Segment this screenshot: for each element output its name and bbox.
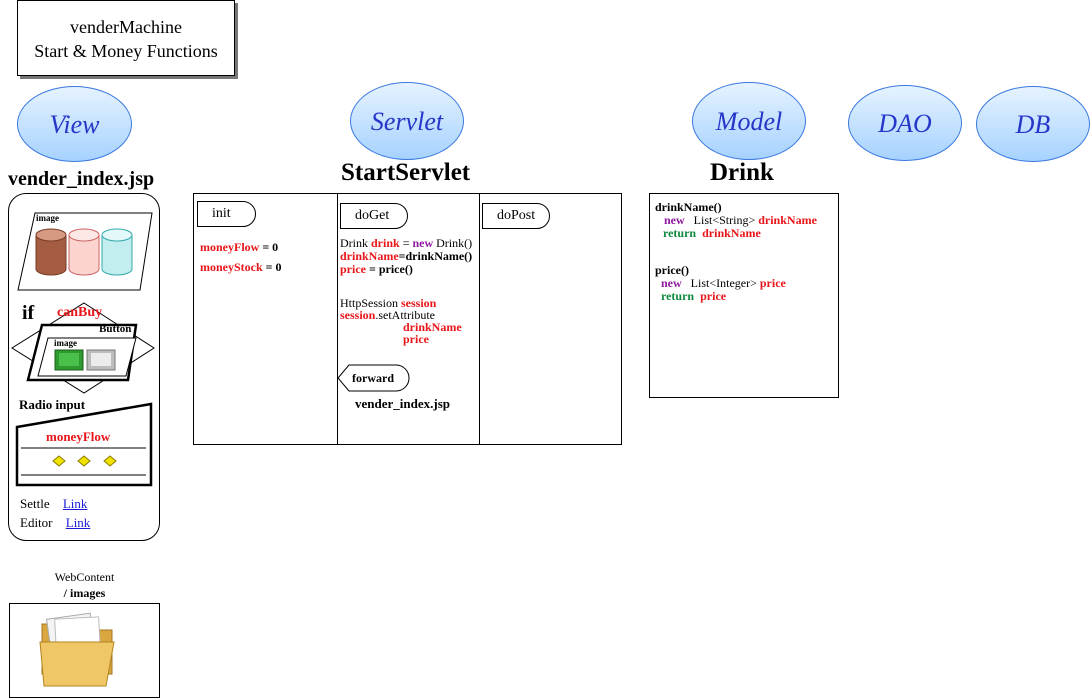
- code-text: HttpSession: [340, 296, 402, 310]
- method-signature: price(): [655, 263, 689, 277]
- forward-target: vender_index.jsp: [355, 396, 450, 411]
- webcontent-label: WebContent: [54, 570, 115, 584]
- servlet-method-table: [193, 193, 622, 445]
- view-jsp-name: vender_index.jsp: [8, 168, 155, 190]
- settle-row: Settle Link: [20, 496, 87, 512]
- layer-view-ellipse: View: [17, 86, 132, 162]
- layer-db-ellipse: DB: [976, 86, 1090, 162]
- init-value: = 0: [262, 260, 282, 274]
- radio-diamond-icon[interactable]: [52, 455, 66, 467]
- code-var: drinkName: [758, 213, 817, 227]
- diagram-title-line2: Start & Money Functions: [34, 41, 218, 61]
- editor-row: Editor Link: [20, 515, 90, 531]
- settle-label: Settle: [20, 496, 50, 511]
- view-jsp-card: [8, 193, 160, 541]
- init-body: moneyFlow = 0 moneyStock = 0: [200, 237, 282, 277]
- inner-image-label: image: [54, 338, 77, 348]
- button-label: Button: [99, 323, 132, 335]
- code-var: session: [401, 296, 437, 310]
- layer-dao-ellipse: DAO: [848, 85, 962, 161]
- code-type: List<String>: [693, 213, 756, 227]
- radio-diamond-icon[interactable]: [77, 455, 91, 467]
- code-var: price: [759, 276, 786, 290]
- cylinder-pink-icon: [68, 228, 100, 276]
- layer-model-ellipse: Model: [692, 82, 806, 160]
- image-label: image: [36, 213, 59, 223]
- folder-icon: [39, 612, 115, 687]
- if-label: if: [22, 302, 35, 324]
- code-keyword: new: [661, 276, 682, 290]
- images-dir-label: / images: [63, 586, 106, 600]
- dopost-tag: doPost: [482, 203, 550, 229]
- layer-servlet-ellipse: Servlet: [350, 82, 464, 160]
- code-text: = price(): [366, 262, 413, 276]
- code-text: =drinkName(): [398, 249, 473, 263]
- model-name: Drink: [710, 159, 774, 186]
- forward-tag: forward: [352, 371, 394, 385]
- code-var: price: [340, 262, 366, 276]
- code-keyword: return: [661, 289, 695, 303]
- view-jsp-drawing: [11, 212, 155, 487]
- model-method-price: price() new List<Integer> price return p…: [655, 264, 786, 303]
- doget-tag: doGet: [340, 203, 408, 229]
- money-flow-label: moneyFlow: [46, 429, 111, 444]
- green-button-icon: [54, 349, 84, 371]
- model-class-box: [649, 193, 839, 398]
- servlet-column-divider: [337, 194, 338, 444]
- model-method-drinkname: drinkName() new List<String> drinkName r…: [655, 201, 817, 240]
- code-text: .setAttribute: [375, 308, 435, 322]
- code-keyword: new: [412, 236, 434, 250]
- radio-diamond-icon[interactable]: [103, 455, 117, 467]
- code-text: =: [399, 236, 413, 250]
- forward-tag-shape: [337, 364, 410, 392]
- code-var: drinkName: [340, 249, 399, 263]
- grey-button-icon: [86, 349, 116, 371]
- code-var: session: [340, 308, 376, 322]
- doget-session-body: HttpSession session session.setAttribute…: [340, 297, 462, 345]
- cylinder-cyan-icon: [101, 228, 133, 276]
- code-var: drink: [371, 236, 400, 250]
- webcontent-caption: WebContent / images: [9, 569, 160, 601]
- condition-canbuy: canBuy: [57, 305, 103, 320]
- code-keyword: return: [663, 226, 697, 240]
- code-var: price: [403, 332, 429, 346]
- radio-input-label: Radio input: [19, 397, 86, 412]
- cylinder-brown-icon: [35, 228, 67, 276]
- images-folder-box: [9, 603, 160, 698]
- init-var: moneyFlow: [200, 240, 260, 254]
- diagram-title-line1: venderMachine: [70, 17, 182, 37]
- editor-link[interactable]: Link: [65, 515, 91, 530]
- method-signature: drinkName(): [655, 200, 722, 214]
- code-var: price: [700, 289, 727, 303]
- init-tag: init: [197, 201, 256, 227]
- code-keyword: new: [664, 213, 685, 227]
- code-text: Drink(): [433, 236, 473, 250]
- editor-label: Editor: [20, 515, 53, 530]
- diagram-title-box: venderMachine Start & Money Functions: [17, 0, 235, 76]
- doget-body: Drink drink = new Drink() drinkName=drin…: [340, 237, 472, 276]
- servlet-column-divider: [479, 194, 480, 444]
- code-type: List<Integer>: [690, 276, 757, 290]
- init-value: = 0: [259, 240, 279, 254]
- init-var: moneyStock: [200, 260, 263, 274]
- radio-input-frame: [15, 402, 153, 487]
- servlet-name: StartServlet: [341, 159, 471, 186]
- code-var: drinkName: [403, 320, 462, 334]
- settle-link[interactable]: Link: [62, 496, 88, 511]
- code-text: Drink: [340, 236, 371, 250]
- code-var: drinkName: [702, 226, 761, 240]
